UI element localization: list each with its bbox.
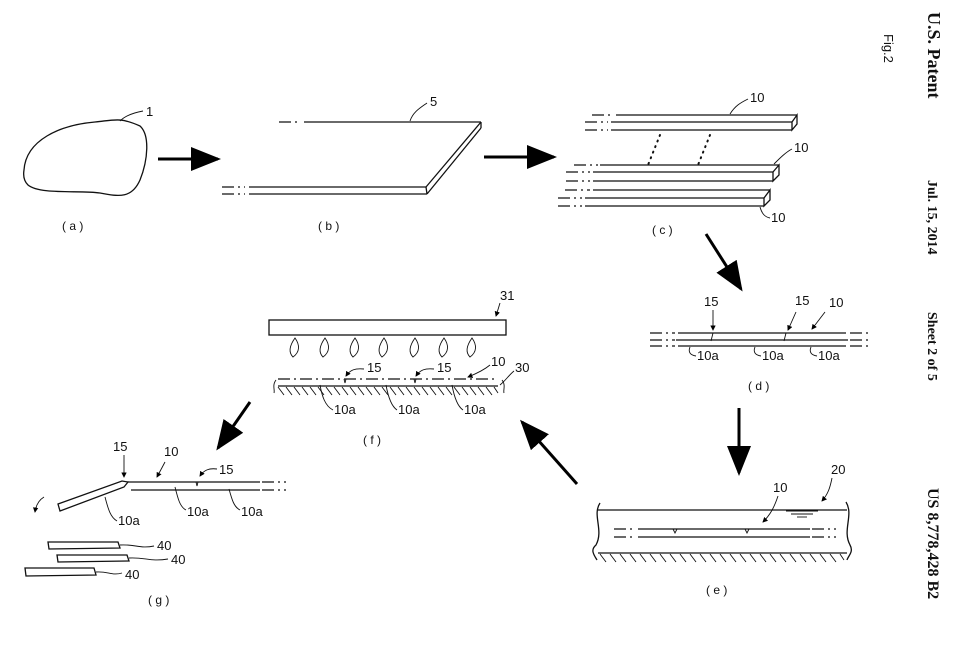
panel-f: 31 15 15 10 30 10a 10a 10a <box>269 288 529 447</box>
arrow-c-to-d <box>706 234 741 289</box>
label-15-f1: 15 <box>367 360 381 375</box>
piece-40-1 <box>48 542 120 549</box>
header-date: Jul. 15, 2014 <box>924 180 939 255</box>
panel-c: 10 10 10 ( c ) <box>558 90 808 237</box>
panel-g: 15 10 15 10a 10a 10a 40 40 40 ( g ) <box>25 439 286 607</box>
label-40-1: 40 <box>157 538 171 553</box>
label-10-mid: 10 <box>794 140 808 155</box>
piece-40-3 <box>25 568 96 576</box>
label-10a-f1: 10a <box>334 402 356 417</box>
header-patent-number: US 8,778,428 B2 <box>924 488 941 599</box>
label-20: 20 <box>831 462 845 477</box>
caption-b: ( b ) <box>318 219 339 233</box>
floor-hatch <box>600 554 844 562</box>
label-10-f: 10 <box>491 354 505 369</box>
label-40-2: 40 <box>171 552 185 567</box>
panel-b: 5 ( b ) <box>222 94 481 233</box>
label-10a-g1: 10a <box>118 513 140 528</box>
label-1: 1 <box>146 104 153 119</box>
label-15-d1: 15 <box>704 294 718 309</box>
label-10-e: 10 <box>773 480 787 495</box>
header-title: U.S. Patent <box>924 12 944 99</box>
panel-d: 15 15 10 10a 10a 10a ( d ) <box>650 293 872 393</box>
raw-material-outline <box>24 120 147 196</box>
caption-e: ( e ) <box>706 583 727 597</box>
caption-f: ( f ) <box>363 433 381 447</box>
heater-31 <box>269 320 506 335</box>
heat-flames <box>290 338 475 357</box>
label-10-top: 10 <box>750 90 764 105</box>
caption-d: ( d ) <box>748 379 769 393</box>
label-15-f2: 15 <box>437 360 451 375</box>
label-10-bottom: 10 <box>771 210 785 225</box>
panel-a: 1 ( a ) <box>24 104 154 233</box>
label-10-g: 10 <box>164 444 178 459</box>
label-10a-f2: 10a <box>398 402 420 417</box>
label-30: 30 <box>515 360 529 375</box>
caption-a: ( a ) <box>62 219 83 233</box>
label-10a-d2: 10a <box>762 348 784 363</box>
piece-40-2 <box>57 555 129 562</box>
label-10a-g2: 10a <box>187 504 209 519</box>
label-10a-d1: 10a <box>697 348 719 363</box>
label-15-g1: 15 <box>113 439 127 454</box>
label-15-g2: 15 <box>219 462 233 477</box>
figure-label: Fig.2 <box>881 34 896 63</box>
label-31: 31 <box>500 288 514 303</box>
label-10a-f3: 10a <box>464 402 486 417</box>
header-sheet: Sheet 2 of 5 <box>924 312 939 381</box>
broken-piece <box>58 481 128 511</box>
arrow-e-to-f <box>522 422 577 484</box>
label-15-d2: 15 <box>795 293 809 308</box>
caption-g: ( g ) <box>148 593 169 607</box>
panel-e: 10 20 ( e ) <box>593 462 851 597</box>
rotation-arrow <box>35 497 44 512</box>
label-5: 5 <box>430 94 437 109</box>
label-10-d: 10 <box>829 295 843 310</box>
label-10a-g3: 10a <box>241 504 263 519</box>
page-header: U.S. Patent Jul. 15, 2014 Sheet 2 of 5 U… <box>881 12 944 599</box>
leader-line <box>120 111 143 121</box>
label-40-3: 40 <box>125 567 139 582</box>
arrow-f-to-g <box>218 402 250 448</box>
label-10a-d3: 10a <box>818 348 840 363</box>
caption-c: ( c ) <box>652 223 673 237</box>
